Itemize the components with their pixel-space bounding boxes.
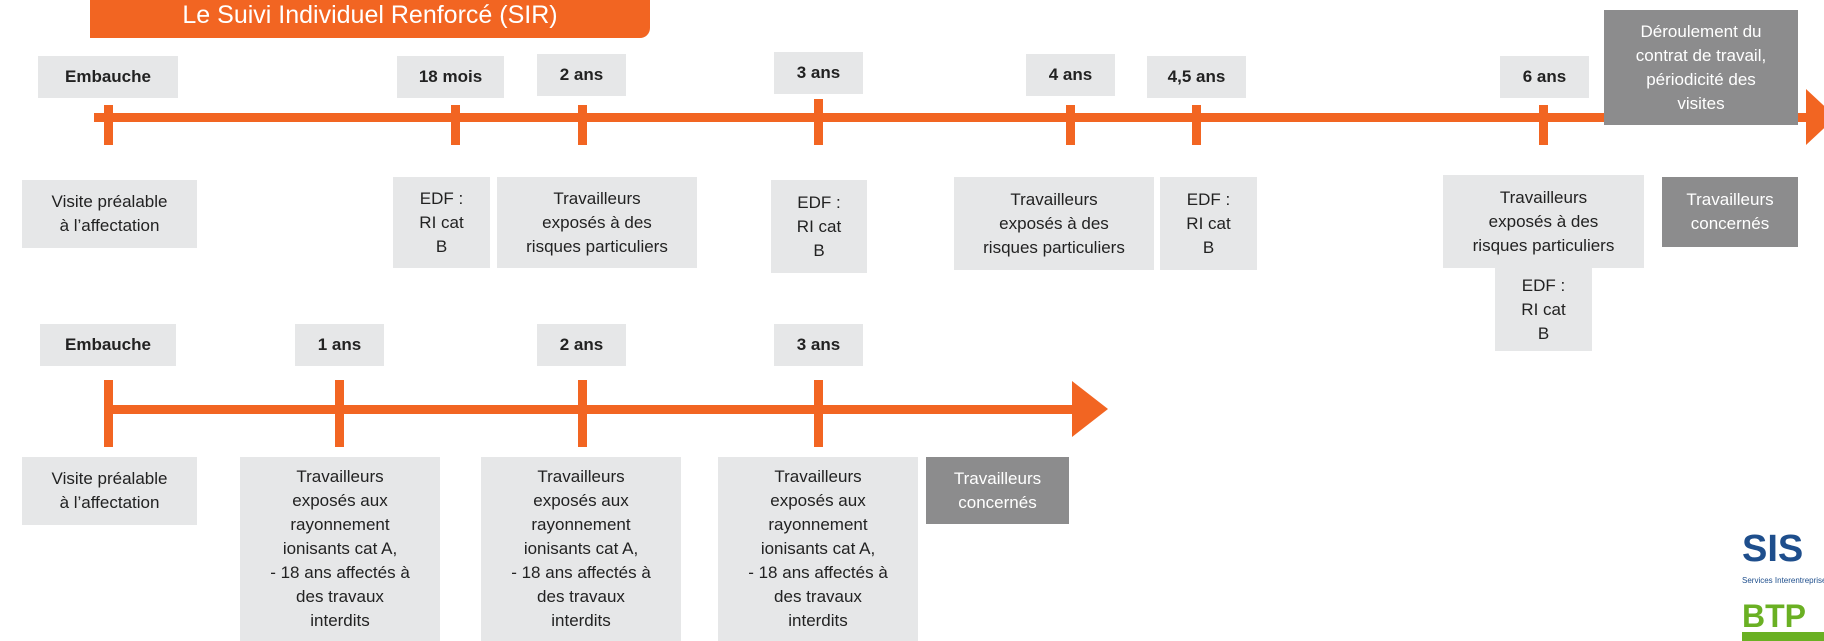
milestone-label: 4,5 ans bbox=[1147, 56, 1246, 98]
timeline-1-tick-4-ans bbox=[1066, 105, 1075, 145]
milestone-label: 18 mois bbox=[397, 56, 504, 98]
legend-travailleurs-concernes: Travailleurs concernés bbox=[926, 457, 1069, 524]
logo-name: SIS bbox=[1742, 528, 1804, 570]
timeline-2-tick-3-ans bbox=[814, 380, 823, 447]
timeline-1-tick-18-mois bbox=[451, 105, 460, 145]
legend-travailleurs-concernes: Travailleurs concernés bbox=[1662, 177, 1798, 247]
note-rayonnements-cat-a: Travailleurs exposés aux rayonnement ion… bbox=[481, 457, 681, 641]
timeline-1-tick-embauche bbox=[104, 105, 113, 145]
sis-btp-logo: SIS Services Interentreprises de Santé a… bbox=[1742, 528, 1824, 641]
timeline-1-axis bbox=[94, 113, 1824, 122]
legend-deroulement: Déroulement du contrat de travail, pério… bbox=[1604, 10, 1798, 125]
milestone-label: 4 ans bbox=[1026, 54, 1115, 96]
milestone-label: Embauche bbox=[38, 56, 178, 98]
timeline-2-tick-1-ans bbox=[335, 380, 344, 447]
milestone-label: 1 ans bbox=[295, 324, 384, 366]
note-rayonnements-cat-a: Travailleurs exposés aux rayonnement ion… bbox=[240, 457, 440, 641]
note-edf: EDF : RI cat B bbox=[393, 177, 490, 268]
note-risques-particuliers: Travailleurs exposés à des risques parti… bbox=[1443, 175, 1644, 268]
page-title: Le Suivi Individuel Renforcé (SIR) bbox=[182, 1, 558, 29]
milestone-label: 2 ans bbox=[537, 54, 626, 96]
milestone-label: 3 ans bbox=[774, 52, 863, 94]
note-visite-prealable: Visite préalable à l’affectation bbox=[22, 180, 197, 248]
milestone-label: 6 ans bbox=[1500, 56, 1589, 98]
note-edf: EDF : RI cat B bbox=[1160, 177, 1257, 270]
note-edf: EDF : RI cat B bbox=[1495, 268, 1592, 351]
logo-region-bar bbox=[1742, 632, 1824, 641]
note-visite-prealable: Visite préalable à l’affectation bbox=[22, 457, 197, 525]
timeline-2-axis bbox=[104, 405, 1089, 414]
timeline-2-tick-2-ans bbox=[578, 380, 587, 447]
title-banner: Le Suivi Individuel Renforcé (SIR) bbox=[90, 0, 650, 38]
timeline-1-arrowhead bbox=[1806, 89, 1824, 145]
timeline-1-tick-2-ans bbox=[578, 105, 587, 145]
timeline-1-tick-3-ans bbox=[814, 99, 823, 145]
note-risques-particuliers: Travailleurs exposés à des risques parti… bbox=[497, 177, 697, 268]
timeline-2-arrowhead bbox=[1072, 381, 1108, 437]
logo-subtitle: Services Interentreprises de Santé au Tr… bbox=[1742, 576, 1824, 585]
timeline-2-tick-embauche bbox=[104, 380, 113, 447]
milestone-label: 3 ans bbox=[774, 324, 863, 366]
timeline-1-tick-6-ans bbox=[1539, 105, 1548, 145]
milestone-label: Embauche bbox=[40, 324, 176, 366]
note-rayonnements-cat-a: Travailleurs exposés aux rayonnement ion… bbox=[718, 457, 918, 641]
note-edf: EDF : RI cat B bbox=[771, 180, 867, 273]
timeline-1-tick-4-5-ans bbox=[1192, 105, 1201, 145]
milestone-label: 2 ans bbox=[537, 324, 626, 366]
note-risques-particuliers: Travailleurs exposés à des risques parti… bbox=[954, 177, 1154, 270]
logo-brand: BTP bbox=[1742, 598, 1806, 634]
